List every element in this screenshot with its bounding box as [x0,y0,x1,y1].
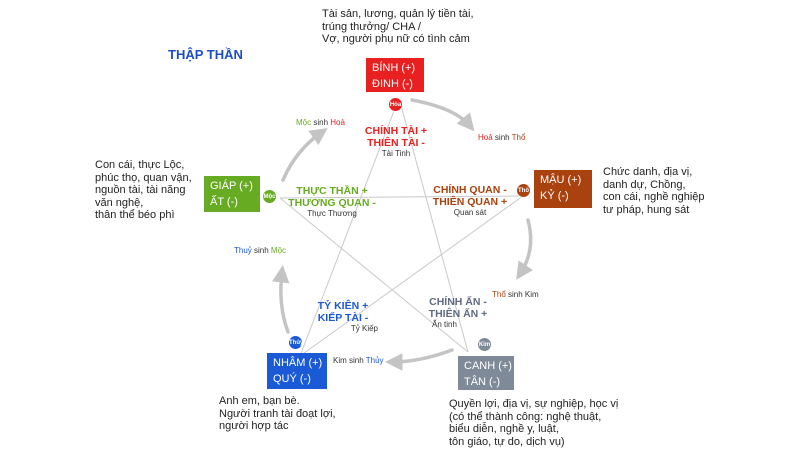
arrow-earth-metal [516,218,534,280]
gen-earth-metal-b: Kim [524,290,539,299]
god-earth-main: CHÍNH QUAN - THIÊN QUAN + [432,184,508,208]
god-metal-sub: Ấn tinh [432,320,457,329]
gen-metal-water-mid: sinh [346,356,366,365]
gen-wood-fire-a: Mộc [296,118,312,127]
god-fire-sub: Tài Tinh [381,149,411,158]
badge-wood: Mộc [262,189,277,204]
element-water-line2: QUÝ (-) [273,373,311,385]
element-earth-line2: KỶ (-) [540,190,569,202]
star-line-earth-water [299,195,524,357]
description-water: Anh em, bạn bè. Người tranh tài đoạt lợi… [219,395,336,432]
god-earth-sub: Quan sát [453,208,487,217]
god-group-wood: THỰC THẦN + THƯƠNG QUAN - Thực Thương [282,185,382,218]
gen-label-wood-fire: Mộc sinh Hoả [296,118,345,127]
gen-label-fire-earth: Hoả sinh Thổ [478,133,525,142]
star-line-fire-metal [398,97,469,353]
badge-metal: Kim [477,337,492,352]
description-earth: Chức danh, địa vị, danh dự, Chồng, con c… [603,166,705,216]
element-metal-line2: TÂN (-) [464,376,501,388]
star-line-water-fire [299,97,400,357]
arrow-fire-earth [410,98,475,132]
god-group-water: TỶ KIÊN + KIẾP TÀI - Tỷ Kiếp [300,300,386,333]
god-water-sub: Tỷ Kiếp [350,324,378,333]
gen-water-wood-b: Mộc [270,246,287,255]
element-metal-line1: CANH (+) [464,360,512,372]
gen-fire-earth-a: Hoả [478,133,493,142]
god-water-main: TỶ KIÊN + KIẾP TÀI - [317,300,369,324]
element-wood-line2: ẤT (-) [210,196,238,208]
gen-water-wood-a: Thuỷ [234,246,252,255]
gen-fire-earth-b: Thổ [511,133,526,142]
god-group-earth: CHÍNH QUAN - THIÊN QUAN + Quan sát [415,184,525,217]
element-fire-line2: ĐINH (-) [372,78,413,90]
god-wood-main: THỰC THẦN + THƯƠNG QUAN - [288,185,376,209]
gen-earth-metal-mid: sinh [505,290,525,299]
god-group-fire: CHÍNH TÀI + THIÊN TÀI - Tài Tinh [346,125,446,158]
arrow-water-wood [272,265,290,334]
generation-arrows [272,98,534,371]
gen-metal-water-b: Thủy [365,356,384,365]
badge-fire: Hỏa [388,97,403,112]
element-box-fire: BÍNH (+) ĐINH (-) [366,58,424,92]
description-fire: Tài sản, lương, quản lý tiền tài, trúng … [322,8,474,45]
god-wood-sub: Thực Thương [307,209,357,218]
description-wood: Con cái, thực Lộc, phúc thọ, quan vận, n… [95,159,192,221]
gen-wood-fire-mid: sinh [311,118,331,127]
element-box-metal: CANH (+) TÂN (-) [458,356,514,390]
god-fire-main: CHÍNH TÀI + THIÊN TÀI - [364,125,428,149]
badge-water: Thủy [288,335,303,350]
star-line-metal-wood [279,197,469,353]
element-box-water: NHÂM (+) QUÝ (-) [267,353,327,389]
gen-wood-fire-b: Hoả [330,118,345,127]
arrow-metal-water [385,348,454,371]
god-group-metal: CHÍNH ẤN - THIÊN ẤN + Ấn tinh [408,296,508,329]
element-wood-line1: GIÁP (+) [210,180,253,192]
gen-label-earth-metal: Thổ sinh Kim [492,290,539,299]
element-fire-line1: BÍNH (+) [372,62,416,74]
control-star-lines [279,97,524,357]
star-line-wood-earth [279,195,524,199]
badge-earth: Thổ [516,183,531,198]
description-metal: Quyền lợi, địa vị, sự nghiệp, học vị (có… [449,398,619,448]
gen-water-wood-mid: sinh [251,246,271,255]
arrow-wood-fire [281,128,328,182]
element-earth-line1: MẬU (+) [540,174,582,186]
diagram-title: THẬP THẦN [168,47,243,62]
element-water-line1: NHÂM (+) [273,357,323,369]
element-box-wood: GIÁP (+) ẤT (-) [204,176,260,212]
gen-earth-metal-a: Thổ [492,290,506,299]
element-box-earth: MẬU (+) KỶ (-) [534,170,592,208]
gen-label-water-wood: Thuỷ sinh Mộc [234,246,286,255]
god-metal-main: CHÍNH ẤN - THIÊN ẤN + [428,296,488,320]
gen-fire-earth-mid: sinh [492,133,512,142]
gen-metal-water-a: Kim [333,356,347,365]
gen-label-metal-water: Kim sinh Thủy [333,356,384,365]
